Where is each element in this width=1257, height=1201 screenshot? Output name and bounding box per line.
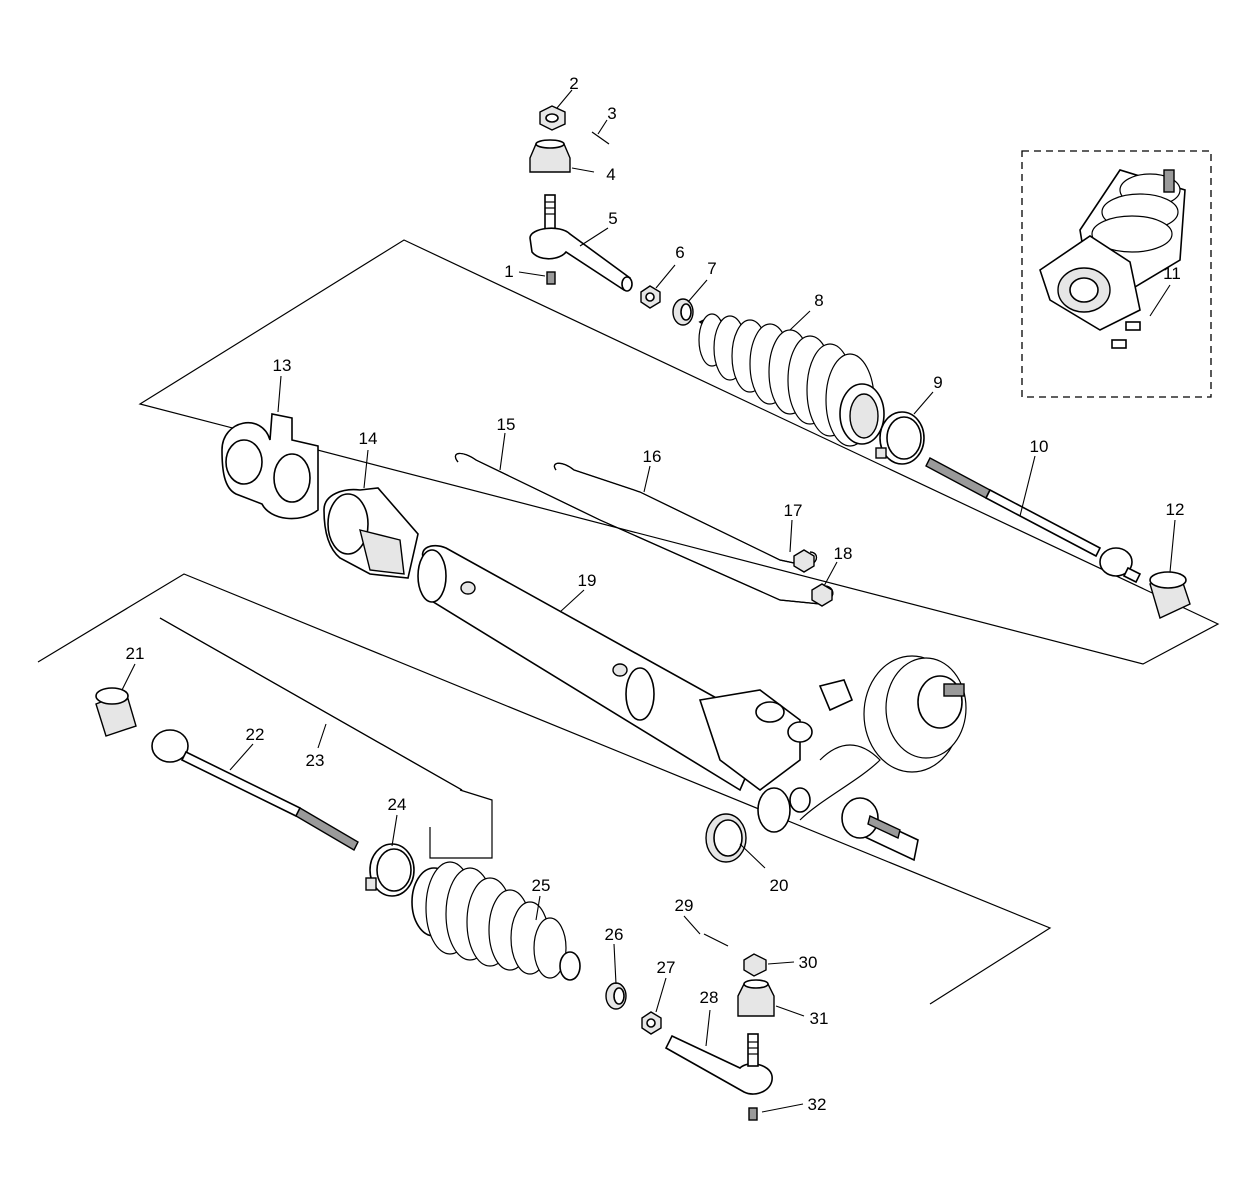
lower-tie-rod-end <box>664 1033 773 1121</box>
mount-bushing-14 <box>323 487 419 579</box>
callout-9: 9 <box>933 373 942 392</box>
callout-20: 20 <box>770 876 789 895</box>
callout-32: 32 <box>808 1095 827 1114</box>
callout-22: 22 <box>246 725 265 744</box>
upper-tie-rod-end <box>529 105 633 292</box>
callout-1: 1 <box>504 262 513 281</box>
lower-boot <box>411 861 581 981</box>
bushing-21 <box>95 687 137 737</box>
fitting-18 <box>811 583 833 607</box>
callout-14: 14 <box>359 429 378 448</box>
callout-31: 31 <box>810 1009 829 1028</box>
cotter-pin-29 <box>703 933 729 947</box>
jam-nut-lower <box>641 1011 662 1035</box>
rack-housing <box>417 544 967 862</box>
callout-6: 6 <box>675 243 684 262</box>
callout-28: 28 <box>700 988 719 1007</box>
boot-clamp-upper <box>672 298 694 326</box>
lower-assembly-outline <box>37 573 1052 1005</box>
upper-boot <box>698 313 885 447</box>
fitting-17 <box>793 549 815 573</box>
callout-13: 13 <box>273 356 292 375</box>
callout-21: 21 <box>126 644 145 663</box>
callout-23: 23 <box>306 751 325 770</box>
callout-25: 25 <box>532 876 551 895</box>
callout-7: 7 <box>707 259 716 278</box>
boot-clamp-26 <box>605 982 627 1010</box>
callout-17: 17 <box>784 501 803 520</box>
callout-19: 19 <box>578 571 597 590</box>
callout-24: 24 <box>388 795 407 814</box>
seal-20 <box>705 813 747 863</box>
callout-10: 10 <box>1030 437 1049 456</box>
mount-bracket-13 <box>221 413 319 520</box>
fluid-line-16 <box>553 462 818 567</box>
callout-18: 18 <box>834 544 853 563</box>
boot-31 <box>737 979 775 1017</box>
callout-29: 29 <box>675 896 694 915</box>
callout-labels: 1 2 3 4 5 6 7 8 9 10 11 12 13 14 15 16 1… <box>126 74 1185 1114</box>
jam-nut-upper <box>640 285 661 309</box>
leader-lines <box>121 89 1176 1113</box>
rod-bracket-outline <box>429 789 493 859</box>
boot-clamp-9 <box>875 411 925 465</box>
inner-tie-rod-lower <box>151 729 359 851</box>
bushing-12 <box>1149 571 1191 619</box>
upper-assembly-outline <box>138 239 1220 665</box>
callout-5: 5 <box>608 209 617 228</box>
callout-12: 12 <box>1166 500 1185 519</box>
callout-26: 26 <box>605 925 624 944</box>
callout-2: 2 <box>569 74 578 93</box>
inset-box <box>1021 150 1212 398</box>
inset-valve-assembly <box>1039 169 1186 349</box>
callout-30: 30 <box>799 953 818 972</box>
callout-8: 8 <box>814 291 823 310</box>
fluid-line-15 <box>454 452 834 605</box>
callout-4: 4 <box>606 165 615 184</box>
callout-16: 16 <box>643 447 662 466</box>
callout-27: 27 <box>657 958 676 977</box>
nut-30 <box>743 953 767 977</box>
boot-clamp-24 <box>365 843 415 897</box>
inner-tie-rod-upper <box>925 457 1142 584</box>
callout-3: 3 <box>607 104 616 123</box>
callout-15: 15 <box>497 415 516 434</box>
callout-11: 11 <box>1163 264 1181 283</box>
